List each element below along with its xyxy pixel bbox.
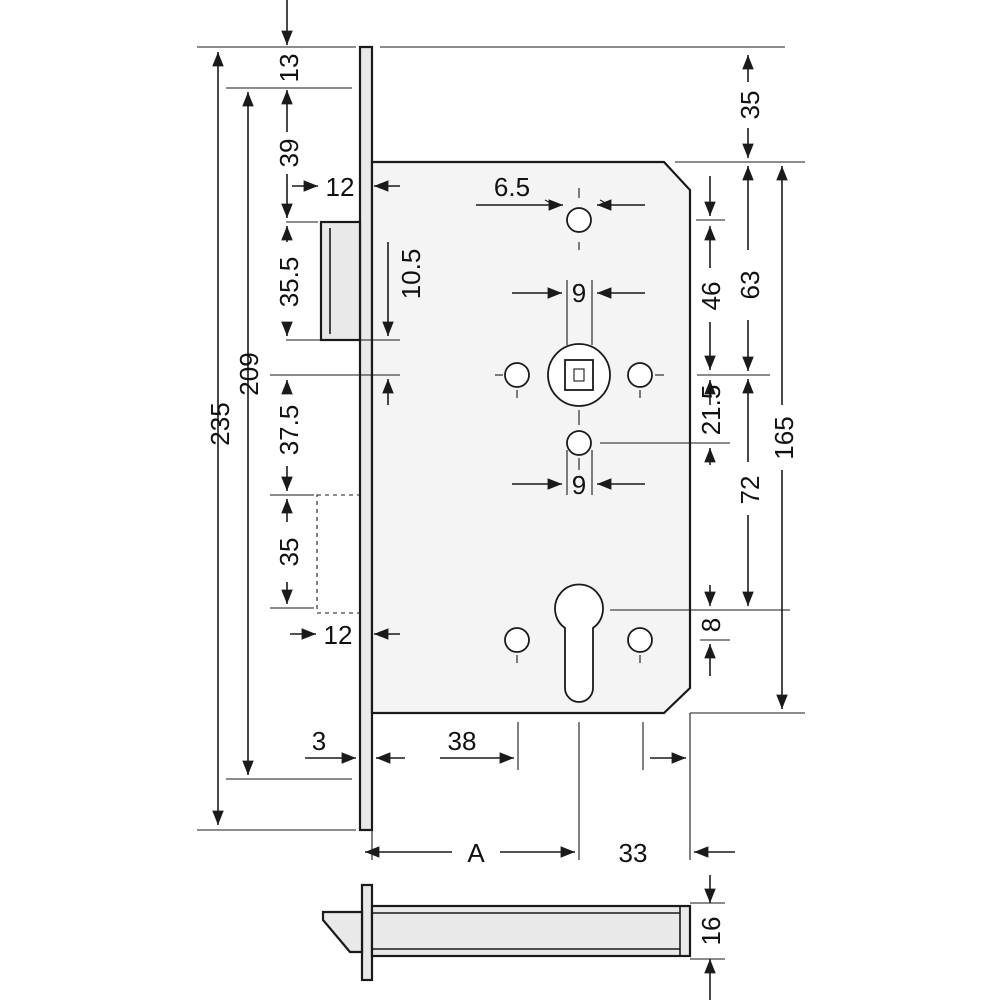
label-6-5: 6.5 [494,172,530,202]
lock-case [370,160,692,715]
extension-lines [197,46,805,860]
side-profile-view [321,883,725,982]
cylinder-cutout [554,583,604,703]
label-9-top: 9 [572,278,586,308]
label-72: 72 [735,476,765,505]
label-12-bottom: 12 [324,620,353,650]
fixing-hole-left [504,362,530,388]
centre-marks [495,188,664,663]
label-39: 39 [274,139,304,168]
label-33: 33 [619,838,648,868]
label-37-5: 37.5 [274,405,304,456]
label-A: A [467,838,485,868]
spindle-square [564,359,594,391]
label-16: 16 [696,917,726,946]
label-235: 235 [205,402,235,445]
label-13: 13 [274,54,304,83]
dimension-lines [212,0,788,1000]
label-46: 46 [696,282,726,311]
label-3: 3 [312,726,326,756]
label-63: 63 [735,271,765,300]
label-9-bottom: 9 [572,470,586,500]
profile-latch [321,910,364,954]
deadbolt-retracted [316,494,361,614]
profile-case [370,904,692,958]
front-plate [358,45,374,832]
label-209: 209 [234,352,264,395]
label-8: 8 [696,618,726,632]
hole-below-hub [566,430,592,456]
cylinder-hole-left [504,627,530,653]
label-165: 165 [769,416,799,459]
fixing-hole-right [627,362,653,388]
label-12-top: 12 [326,172,355,202]
latch-bolt [319,220,362,342]
label-35-right: 35 [735,91,765,120]
cylinder-hole-right [627,627,653,653]
label-35-left: 35 [274,538,304,567]
label-21-5: 21.5 [696,385,726,436]
label-10-5: 10.5 [396,249,426,300]
fixing-hole-top [566,207,592,233]
profile-front-plate [360,883,374,982]
label-38: 38 [448,726,477,756]
dimension-labels: 13 39 12 35.5 10.5 209 235 37.5 35 12 3 … [205,54,799,946]
label-35-5: 35.5 [274,257,304,308]
